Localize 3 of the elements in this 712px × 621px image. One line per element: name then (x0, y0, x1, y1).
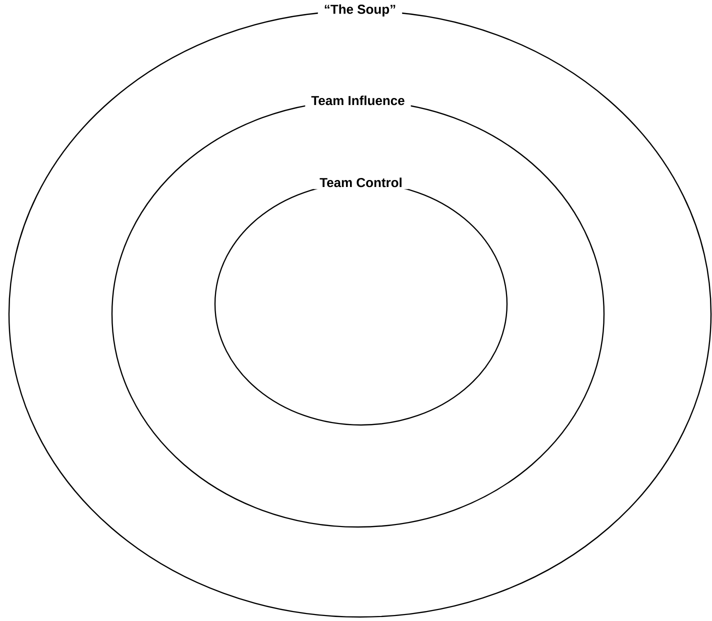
ring-label: Team Influence (305, 94, 411, 108)
ring-label: “The Soup” (318, 2, 402, 18)
ring-label: Team Control (314, 176, 408, 190)
